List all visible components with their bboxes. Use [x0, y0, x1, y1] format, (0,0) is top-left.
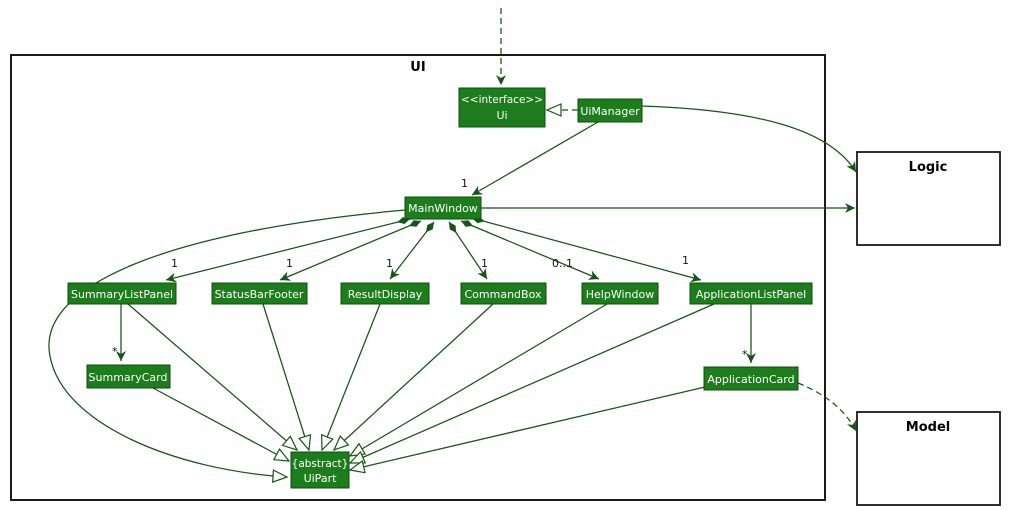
- edge-uimanager-mainwindow: [471, 121, 599, 196]
- resultdisplay-box: [340, 282, 430, 305]
- summarycard-name: SummaryCard: [89, 371, 168, 384]
- edges: [48, 8, 857, 483]
- edge-helpwindow-extends-uipart: [348, 303, 608, 457]
- class-summarycard: SummaryCard: [86, 364, 171, 389]
- ui-frame-title: UI: [410, 60, 425, 75]
- resultdisplay-name: ResultDisplay: [348, 288, 423, 301]
- summarylistpanel-name: SummaryListPanel: [71, 288, 173, 301]
- mult-statusbarfooter: 1: [286, 257, 293, 270]
- class-ui-interface: <<interface>> Ui: [458, 87, 546, 128]
- mult-resultdisplay: 1: [386, 257, 393, 270]
- edge-applicationlistpanel-extends-uipart: [348, 303, 715, 464]
- edge-mainwindow-applicationlistpanel: [471, 216, 702, 283]
- class-applicationcard: ApplicationCard: [703, 366, 799, 391]
- class-resultdisplay: ResultDisplay: [340, 282, 430, 305]
- ui-interface-name: Ui: [496, 109, 507, 122]
- external-component-model: Model: [856, 411, 1001, 506]
- external-component-logic: Logic: [856, 151, 1001, 246]
- edge-applicationcard-extends-uipart: [348, 386, 706, 474]
- commandbox-name: CommandBox: [465, 288, 542, 301]
- mult-summarylistpanel: 1: [171, 257, 178, 270]
- ui-interface-stereotype: <<interface>>: [461, 94, 543, 106]
- mult-uimanager-mainwindow: 1: [461, 177, 468, 190]
- mult-applicationcard: *: [742, 348, 748, 361]
- mult-helpwindow: 0..1: [552, 257, 573, 270]
- mult-summarycard: *: [112, 345, 118, 358]
- class-summarylistpanel: SummaryListPanel: [67, 282, 177, 305]
- edge-summarycard-extends-uipart: [152, 387, 291, 462]
- uipart-box: [290, 451, 350, 489]
- applicationcard-name: ApplicationCard: [707, 373, 794, 386]
- class-applicationlistpanel: ApplicationListPanel: [689, 282, 813, 305]
- class-uipart: {abstract} UiPart: [290, 451, 350, 489]
- summarylistpanel-box: [67, 282, 177, 305]
- edge-summarylistpanel-extends-uipart: [127, 303, 299, 451]
- mainwindow-name: MainWindow: [408, 202, 478, 215]
- class-statusbarfooter: StatusBarFooter: [211, 282, 308, 305]
- applicationlistpanel-name: ApplicationListPanel: [696, 288, 806, 301]
- mult-applicationlistpanel: 1: [682, 254, 689, 267]
- class-mainwindow: MainWindow: [404, 196, 482, 220]
- class-helpwindow: HelpWindow: [581, 282, 659, 305]
- summarycard-box: [86, 364, 171, 389]
- model-box: [856, 411, 1001, 506]
- applicationcard-box: [703, 366, 799, 391]
- ui-interface-box: [458, 87, 546, 128]
- logic-box: [856, 151, 1001, 246]
- uimanager-name: UiManager: [580, 105, 640, 118]
- applicationlistpanel-box: [689, 282, 813, 305]
- uipart-modifier: {abstract}: [292, 458, 349, 470]
- class-commandbox: CommandBox: [460, 282, 547, 305]
- uipart-name: UiPart: [304, 472, 338, 485]
- edge-applicationcard-model: [797, 382, 857, 432]
- uimanager-box: [577, 98, 643, 123]
- edge-mainwindow-extends-uipart: [48, 209, 406, 483]
- commandbox-box: [460, 282, 547, 305]
- mainwindow-box: [404, 196, 482, 220]
- logic-label: Logic: [909, 160, 948, 175]
- multiplicity-labels: 1 1 1 1 1 0..1 1 * *: [112, 177, 748, 361]
- edge-commandbox-extends-uipart: [332, 303, 494, 452]
- helpwindow-box: [581, 282, 659, 305]
- class-uimanager: UiManager: [577, 98, 643, 123]
- mult-commandbox: 1: [481, 257, 488, 270]
- statusbarfooter-box: [211, 282, 308, 305]
- edge-uimanager-logic: [641, 105, 857, 173]
- edge-statusbarfooter-extends-uipart: [262, 303, 312, 452]
- edge-resultdisplay-extends-uipart: [320, 303, 381, 452]
- statusbarfooter-name: StatusBarFooter: [215, 288, 304, 301]
- helpwindow-name: HelpWindow: [586, 288, 654, 301]
- model-label: Model: [906, 420, 950, 435]
- edge-mainwindow-resultdisplay: [389, 221, 435, 280]
